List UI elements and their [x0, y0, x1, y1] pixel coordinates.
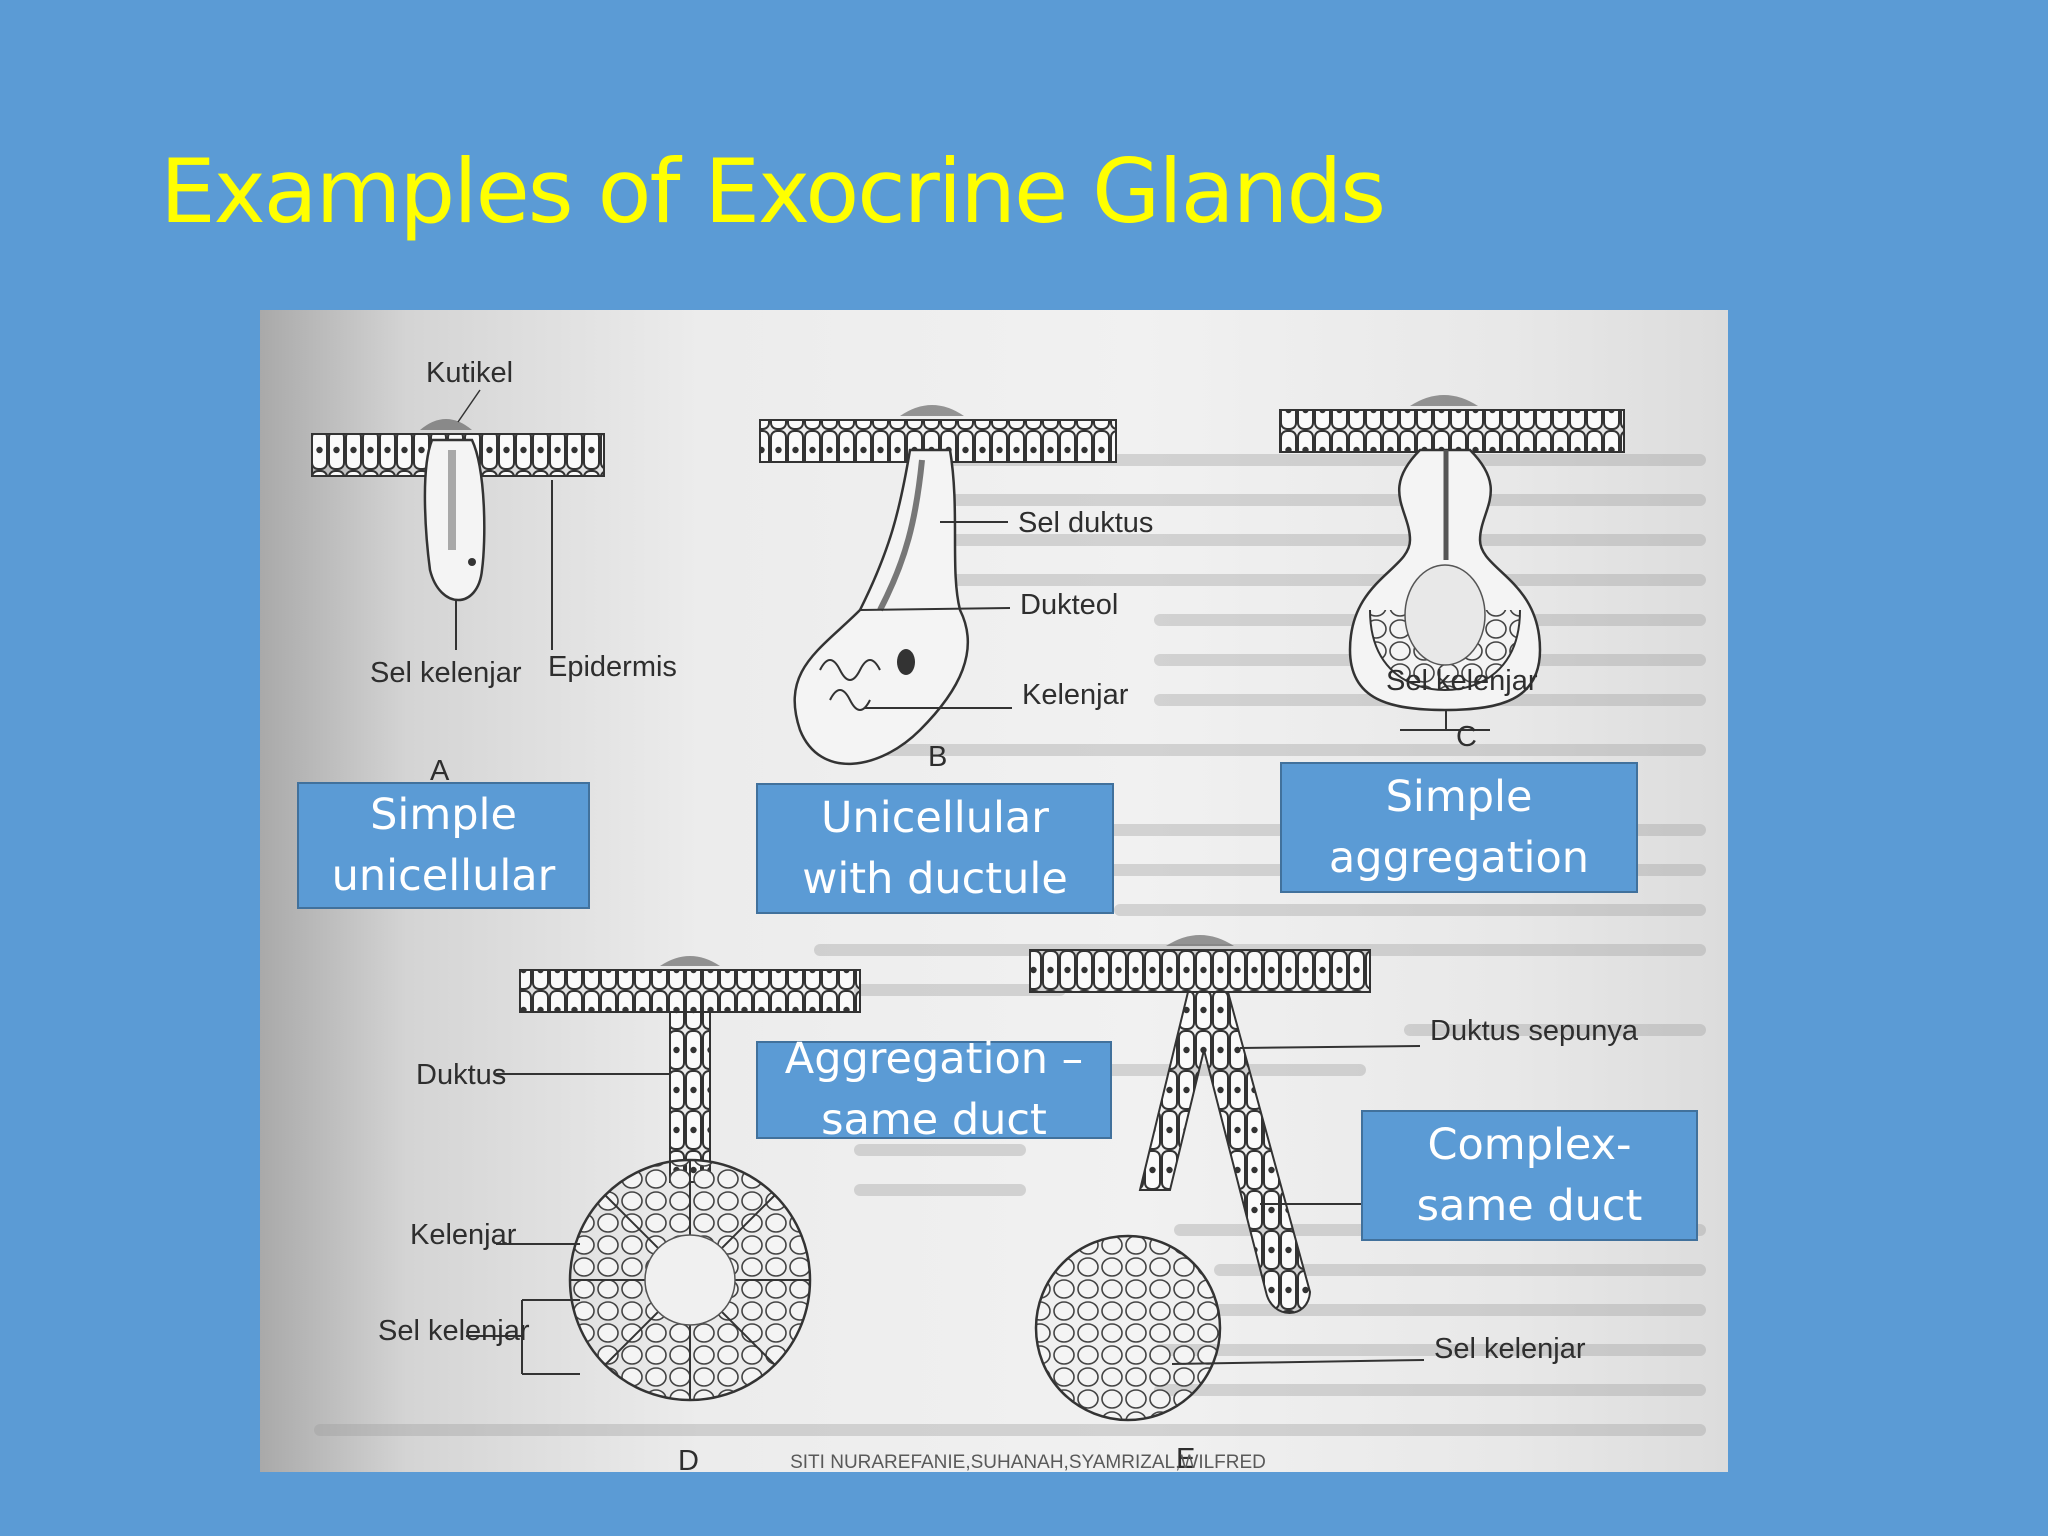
callout-simple-unicellular: Simple unicellular: [297, 782, 590, 909]
gland-a-letter: A: [430, 755, 450, 787]
callout-d-line2: same duct: [821, 1095, 1047, 1145]
slide-footer: SITI NURAREFANIE,SUHANAH,SYAMRIZAL,WILFR…: [790, 1452, 1266, 1473]
callout-aggregation-same-duct: Aggregation – same duct: [756, 1034, 1112, 1145]
gland-e-sel-kelenjar-label: Sel kelenjar: [1434, 1333, 1586, 1365]
callout-a-line1: Simple: [370, 789, 517, 840]
gland-a-sel-kelenjar-label: Sel kelenjar: [370, 657, 522, 689]
callout-b-line1: Unicellular: [821, 792, 1049, 843]
gland-c-sel-kelenjar-label: Sel kelenjar: [1386, 665, 1538, 697]
callout-d-line1: Aggregation –: [784, 1034, 1084, 1084]
gland-d-letter: D: [678, 1445, 699, 1472]
callout-unicellular-with-ductule: Unicellular with ductule: [756, 783, 1114, 914]
gland-a-epidermis-label: Epidermis: [548, 651, 677, 683]
kutikel-label: Kutikel: [426, 357, 513, 389]
gland-d-diagram: [466, 956, 861, 1402]
gland-b-letter: B: [928, 741, 947, 773]
callout-b-line2: with ductule: [802, 853, 1068, 904]
gland-d-kelenjar-label: Kelenjar: [410, 1219, 517, 1251]
callout-simple-aggregation: Simple aggregation: [1280, 762, 1638, 893]
gland-e-letter: E: [1176, 1443, 1195, 1472]
gland-b-sel-duktus-label: Sel duktus: [1018, 507, 1153, 539]
callout-c-line2: aggregation: [1328, 832, 1590, 883]
gland-b-kelenjar-label: Kelenjar: [1022, 679, 1129, 711]
gland-b-dukteol-label: Dukteol: [1020, 589, 1118, 621]
gland-c-diagram: [1279, 395, 1625, 731]
gland-c-letter: C: [1456, 721, 1477, 753]
gland-e-duktus-sepunya-label: Duktus sepunya: [1430, 1015, 1639, 1047]
gland-b-diagram: [759, 405, 1117, 765]
gland-d-duktus-label: Duktus: [416, 1059, 506, 1091]
callout-a-line2: unicellular: [331, 850, 556, 901]
gland-a-diagram: [311, 389, 605, 650]
callout-e-line1: Complex-: [1427, 1119, 1632, 1170]
callout-complex-same-duct: Complex- same duct: [1361, 1110, 1698, 1241]
callout-e-line2: same duct: [1416, 1180, 1643, 1231]
gland-d-sel-kelenjar-label: Sel kelenjar: [378, 1315, 530, 1347]
slide-title: Examples of Exocrine Glands: [160, 140, 1386, 243]
callout-c-line1: Simple: [1385, 771, 1533, 822]
gland-e-diagram: [1029, 935, 1425, 1422]
